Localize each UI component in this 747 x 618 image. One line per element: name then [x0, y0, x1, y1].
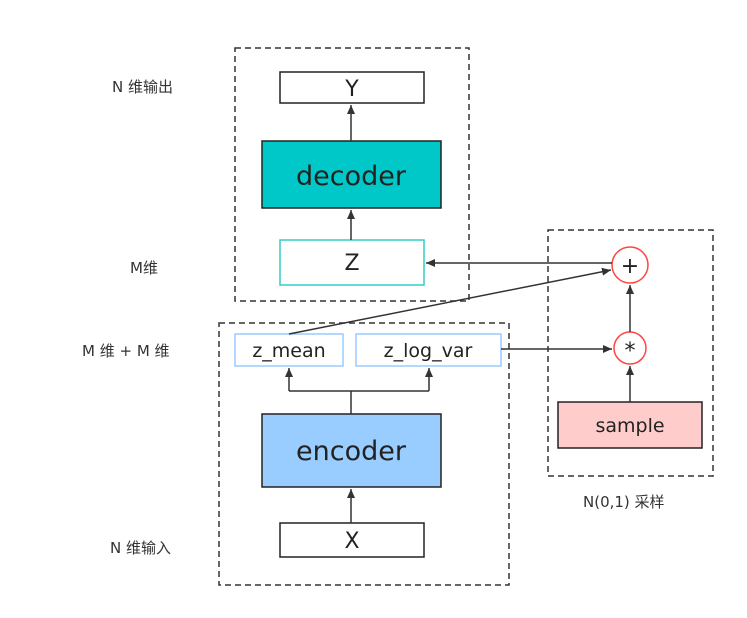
- z-log-var-label: z_log_var: [384, 340, 473, 362]
- arrow-z-mean-to-plus: [288, 267, 612, 335]
- label-n-input: N 维输入: [110, 539, 171, 557]
- plus-operator: [611, 246, 649, 284]
- decoder-frame: [234, 47, 470, 302]
- sample-label: sample: [595, 415, 664, 437]
- label-n-output: N 维输出: [112, 78, 173, 96]
- label-sampling: N(0,1) 采样: [583, 493, 665, 511]
- plus-operator-label: +: [621, 254, 639, 279]
- encoder-label: encoder: [296, 436, 407, 467]
- x-label: X: [344, 529, 359, 554]
- encoder-box: [261, 413, 442, 488]
- x-box: [279, 522, 425, 558]
- decoder-box: [261, 140, 442, 209]
- z-log-var-box: [355, 333, 502, 367]
- sampling-frame: [547, 229, 714, 477]
- decoder-label: decoder: [296, 161, 407, 192]
- z-label: Z: [344, 251, 359, 276]
- label-m-dim: M维: [130, 259, 158, 277]
- z-mean-label: z_mean: [252, 340, 325, 362]
- z-mean-box: [234, 333, 344, 367]
- encoder-frame: [218, 322, 510, 586]
- y-label: Y: [344, 77, 359, 102]
- label-m-plus-m: M 维 + M 维: [82, 342, 170, 360]
- y-box: [279, 71, 425, 104]
- z-box: [279, 239, 425, 286]
- mult-operator-label: *: [625, 339, 636, 364]
